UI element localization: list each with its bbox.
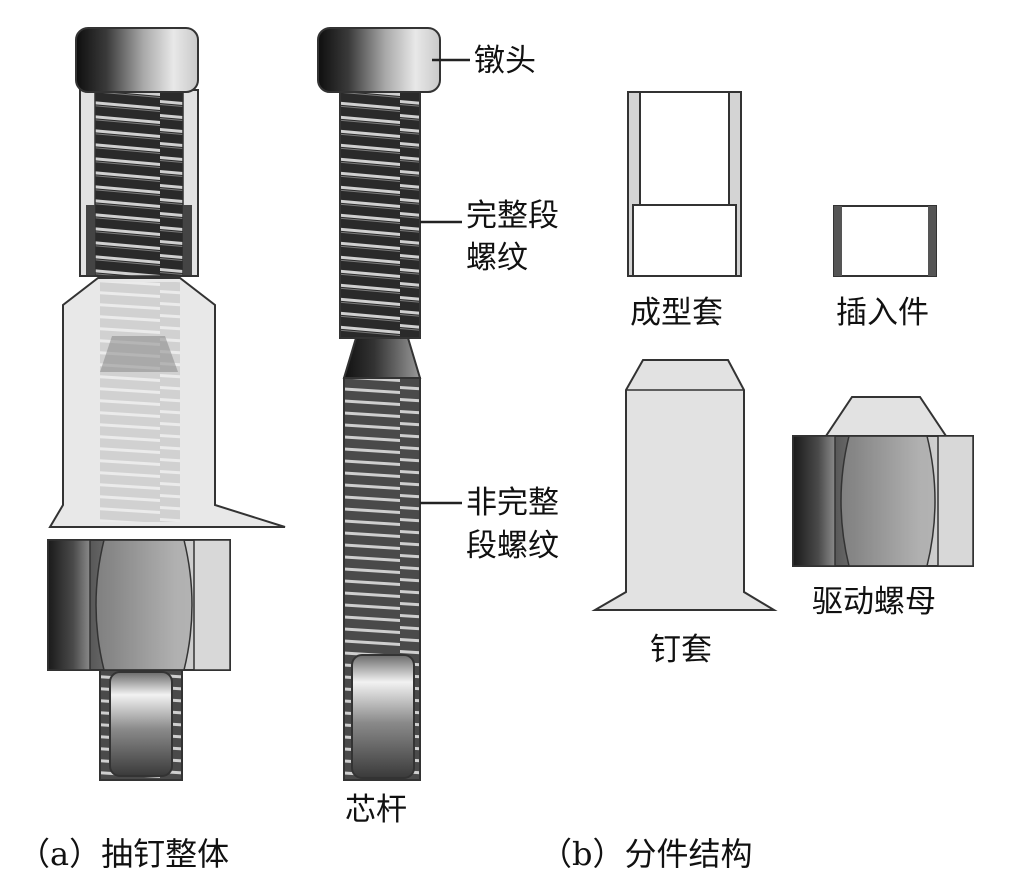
mandrel-full-thread	[339, 89, 421, 339]
drive-nut-part-chamfer	[824, 396, 948, 437]
drive-nut-part-center-face	[840, 435, 936, 567]
insert-right-wall	[183, 205, 192, 275]
mandrel-bottom-roller	[109, 671, 173, 777]
caption-b: （b）分件结构	[540, 835, 753, 873]
drive-nut-part-left-face	[792, 435, 836, 567]
mandrel-upset-head	[317, 27, 441, 93]
upset-head-a	[75, 27, 199, 93]
forming-sleeve-inner	[94, 89, 184, 277]
mandrel-label: 芯杆	[345, 792, 407, 828]
drive-nut-label: 驱动螺母	[812, 584, 936, 620]
insert-label: 插入件	[836, 295, 929, 331]
insert-part-body	[833, 205, 937, 277]
full-thread-label-line1: 完整段	[466, 198, 559, 234]
caption-a: （a）抽钉整体	[18, 835, 229, 873]
nail-sleeve-cone	[100, 336, 178, 372]
forming-sleeve-label: 成型套	[630, 295, 723, 331]
drive-nut-a-center-face	[95, 539, 193, 671]
forming-sleeve-part: 成型套	[627, 91, 742, 331]
full-thread-label-line2: 螺纹	[466, 240, 528, 276]
nail-sleeve-part-shape	[591, 359, 778, 611]
partial-thread-label-line2: 段螺纹	[466, 528, 559, 564]
mandrel-roller	[351, 654, 415, 779]
drive-nut-a-right-face	[193, 539, 231, 671]
upset-head-label: 镦头	[474, 43, 536, 79]
assembled-rivet	[47, 27, 286, 781]
nail-sleeve-part: 钉套	[591, 359, 778, 668]
nail-sleeve-label: 钉套	[650, 632, 712, 668]
mandrel-cone	[342, 337, 422, 379]
drive-nut-part: 驱动螺母	[792, 396, 974, 620]
insert-part-wall-right	[928, 206, 936, 276]
mandrel: 镦头 完整段 螺纹 非完整 段螺纹 芯杆	[317, 27, 559, 828]
insert-part-wall-left	[834, 206, 842, 276]
drive-nut-a-left-face	[47, 539, 91, 671]
nail-sleeve-ghost-thread	[100, 282, 180, 522]
insert-part: 插入件	[833, 205, 937, 331]
insert-left-wall	[86, 205, 95, 275]
drive-nut-part-right-face	[937, 435, 974, 567]
partial-thread-label-line1: 非完整	[466, 485, 559, 521]
forming-sleeve-part-step	[632, 204, 737, 277]
